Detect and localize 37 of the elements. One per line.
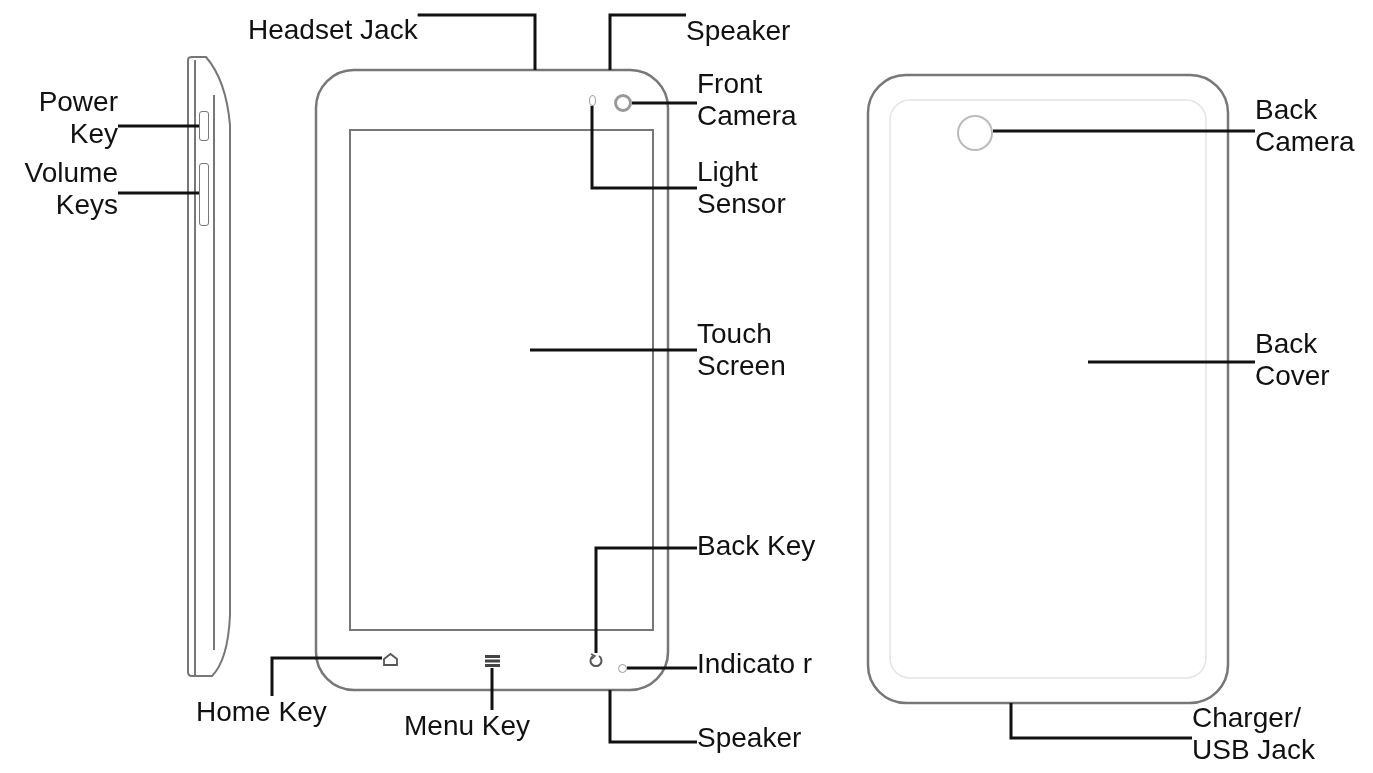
part-label: Touch Screen [697,318,827,383]
leader-line [608,690,697,744]
leader-line [627,666,697,670]
leader-line [993,129,1255,133]
part-label: Home Key [196,696,327,729]
leader-line [1009,703,1192,740]
leader-line [417,13,537,70]
camera-lens [957,115,993,151]
part-label: Back Camera [1255,94,1370,159]
part-label: Volume Keys [0,157,118,222]
home-key-icon [382,652,399,666]
part-label: Speaker [686,15,791,48]
part-label: Indicato r [697,648,813,681]
leader-line [118,191,199,195]
leader-line [608,13,686,70]
part-label: Menu Key [404,710,531,743]
leader-line [270,656,382,696]
part-label: Speaker [697,722,802,755]
leader-line [632,101,697,105]
leader-line [1088,360,1255,364]
part-label: Headset Jack [248,14,418,47]
part-label: Front Camera [697,68,827,133]
menu-key-icon [484,654,501,668]
part-label: Back Cover [1255,328,1370,393]
side-button [199,111,209,141]
part-label: Light Sensor [697,156,827,221]
part-label: Back Key [697,530,816,563]
camera-lens [614,94,632,112]
leader-line [118,124,199,128]
leader-line [530,348,697,352]
back-key-icon [589,653,603,668]
part-label: Charger/ USB Jack [1192,702,1342,767]
side-button [199,163,209,226]
leader-line [590,106,697,190]
leader-line [490,668,494,710]
leader-line [594,546,697,653]
part-label: Power Key [0,86,118,151]
